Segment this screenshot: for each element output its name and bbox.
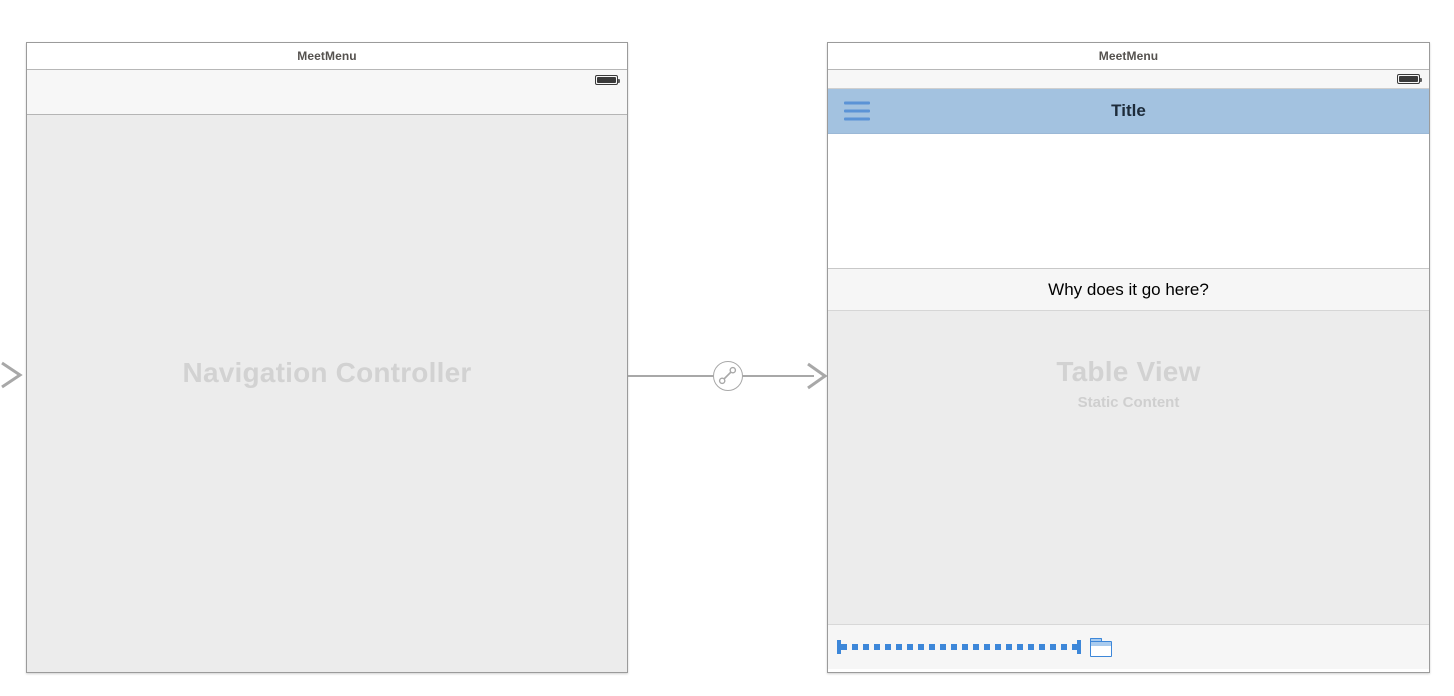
status-bar bbox=[828, 70, 1429, 89]
entry-point-arrow-icon bbox=[1, 361, 23, 389]
hamburger-menu-icon[interactable] bbox=[844, 101, 870, 121]
battery-full-icon bbox=[1397, 74, 1422, 84]
battery-full-icon bbox=[595, 74, 620, 85]
relationship-segue[interactable] bbox=[628, 360, 828, 392]
folder-icon-tab bbox=[1090, 637, 1102, 643]
navigation-controller-placeholder[interactable]: Navigation Controller bbox=[27, 115, 627, 672]
navigation-controller-scene[interactable]: MeetMenu Navigation Controller bbox=[26, 42, 628, 673]
constraint-cap-left bbox=[837, 640, 841, 654]
scene-title-label: MeetMenu bbox=[297, 49, 357, 63]
status-bar bbox=[27, 70, 627, 89]
table-cell-label-row[interactable]: Why does it go here? bbox=[828, 269, 1429, 311]
folder-icon[interactable] bbox=[1090, 637, 1112, 657]
segue-arrow-icon bbox=[806, 362, 828, 390]
placeholder-title: Navigation Controller bbox=[182, 357, 472, 389]
table-view-controller-scene[interactable]: MeetMenu Title Why does it go here? Tabl… bbox=[827, 42, 1430, 673]
table-cell-label: Why does it go here? bbox=[1048, 279, 1209, 299]
navigation-bar-title[interactable]: Title bbox=[1111, 101, 1146, 120]
battery-fill bbox=[1399, 76, 1418, 82]
navigation-bar[interactable]: Title bbox=[828, 89, 1429, 134]
hamburger-bar-3 bbox=[844, 117, 870, 121]
table-section-empty[interactable] bbox=[828, 134, 1429, 269]
simulated-navigation-bar-area bbox=[27, 70, 627, 115]
scene-titlebar[interactable]: MeetMenu bbox=[828, 43, 1429, 70]
scene-titlebar[interactable]: MeetMenu bbox=[27, 43, 627, 70]
relationship-segue-icon[interactable] bbox=[713, 361, 743, 391]
folder-icon-body bbox=[1090, 640, 1112, 657]
table-view-footer[interactable] bbox=[828, 625, 1429, 669]
placeholder-subtitle: Static Content bbox=[1077, 393, 1180, 411]
hamburger-bar-1 bbox=[844, 101, 870, 105]
constraint-cap-right bbox=[1077, 640, 1081, 654]
entry-point-arrow[interactable] bbox=[0, 360, 26, 390]
constraint-dashes bbox=[841, 644, 1077, 650]
battery-fill bbox=[597, 76, 616, 83]
relationship-glyph-icon bbox=[718, 366, 737, 385]
placeholder-title: Table View bbox=[1056, 356, 1201, 387]
table-view-placeholder[interactable]: Table View Static Content bbox=[828, 311, 1429, 625]
constraint-line-indicator[interactable] bbox=[837, 640, 1081, 654]
scene-title-label: MeetMenu bbox=[1098, 49, 1159, 63]
hamburger-bar-2 bbox=[844, 109, 870, 113]
